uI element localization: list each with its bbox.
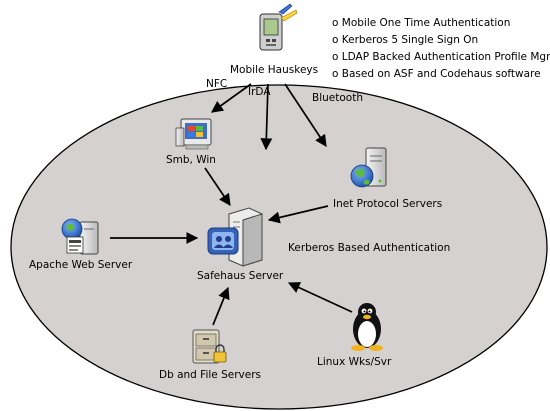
tux-penguin-icon bbox=[351, 303, 383, 351]
node-label: Db and File Servers bbox=[159, 369, 261, 381]
edge-label-nfc: NFC bbox=[206, 78, 227, 90]
node-db-and-file-servers[interactable]: Db and File Servers bbox=[159, 329, 261, 381]
user-server-icon bbox=[207, 207, 263, 267]
globe-server-icon bbox=[350, 147, 387, 188]
feature-item: o Kerberos 5 Single Sign On bbox=[332, 34, 478, 46]
edge-mobile-to-center bbox=[260, 83, 273, 151]
node-smb-win[interactable]: Smb, Win bbox=[166, 118, 216, 166]
edge-db-to-safehaus bbox=[212, 286, 230, 326]
zone-label: Kerberos Based Authentication bbox=[288, 242, 450, 254]
node-inet-protocol-servers[interactable]: Inet Protocol Servers bbox=[333, 147, 442, 210]
node-label: Mobile Hauskeys bbox=[230, 64, 318, 76]
feature-item: o Based on ASF and Codehaus software bbox=[332, 68, 541, 80]
feature-list: o Mobile One Time Authentication o Kerbe… bbox=[332, 17, 550, 80]
edge-linux-to-safehaus bbox=[287, 282, 353, 313]
node-label: Safehaus Server bbox=[197, 270, 284, 282]
feature-item: o LDAP Backed Authentication Profile Mgn… bbox=[332, 51, 550, 63]
node-label: Apache Web Server bbox=[29, 259, 133, 271]
node-label: Linux Wks/Svr bbox=[317, 356, 392, 368]
edge-inet-to-safehaus bbox=[267, 205, 329, 224]
node-label: Inet Protocol Servers bbox=[333, 198, 442, 210]
edge-label-irda: IrDA bbox=[248, 86, 271, 98]
node-safehaus-server[interactable]: Safehaus Server bbox=[197, 207, 284, 282]
file-cabinet-lock-icon bbox=[192, 329, 227, 364]
node-label: Smb, Win bbox=[166, 154, 216, 166]
edge-mobile-to-inet bbox=[284, 83, 327, 147]
node-linux-wks-svr[interactable]: Linux Wks/Svr bbox=[317, 303, 392, 368]
web-server-icon bbox=[61, 218, 99, 255]
node-mobile-hauskeys[interactable]: Mobile Hauskeys bbox=[230, 3, 318, 76]
edge-smb-to-safehaus bbox=[204, 167, 231, 206]
authentication-zone bbox=[10, 84, 548, 410]
edge-label-bluetooth: Bluetooth bbox=[312, 92, 363, 104]
edge-mobile-to-smb bbox=[211, 83, 252, 113]
pda-icon bbox=[259, 3, 298, 51]
windows-desktop-icon bbox=[175, 118, 212, 150]
feature-item: o Mobile One Time Authentication bbox=[332, 17, 510, 29]
node-apache-web-server[interactable]: Apache Web Server bbox=[29, 218, 133, 271]
edges bbox=[110, 83, 353, 326]
